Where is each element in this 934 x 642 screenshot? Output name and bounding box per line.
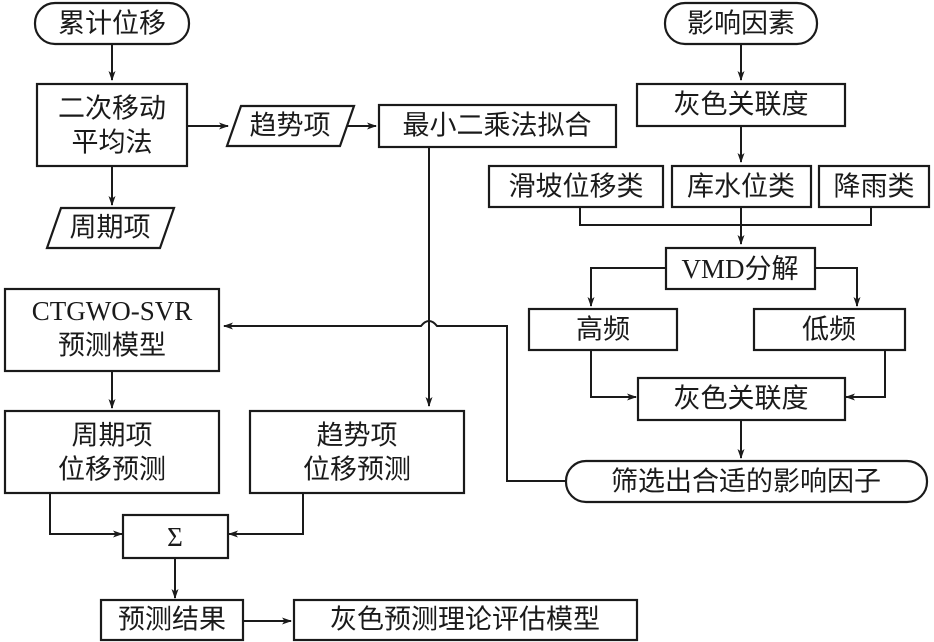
edge-high-to-grey2 (590, 350, 637, 401)
node-label: VMD分解 (681, 254, 798, 284)
node-landslide-displacement-class: 滑坡位移类 (487, 164, 665, 209)
node-label-line1: CTGWO-SVR (32, 296, 193, 326)
node-label: 影响因素 (687, 9, 795, 40)
node-label-line2: 位移预测 (303, 455, 411, 486)
node-periodic-term: 周期项 (45, 206, 176, 250)
edge-trend-pred-to-sum (228, 493, 304, 538)
node-secondary-moving-average: 二次移动 平均法 (35, 82, 189, 168)
node-periodic-prediction: 周期项 位移预测 (3, 409, 221, 495)
node-label: 趋势项 (250, 111, 331, 142)
node-label: 滑坡位移类 (509, 172, 644, 203)
node-label: 最小二乘法拟合 (403, 111, 592, 142)
node-label-line1: 二次移动 (58, 94, 166, 125)
node-trend-term: 趋势项 (225, 104, 356, 148)
node-label: 累计位移 (58, 9, 166, 40)
node-grey-relation-1: 灰色关联度 (635, 82, 847, 128)
node-label: 降雨类 (834, 172, 915, 203)
node-label: Σ (167, 522, 183, 552)
node-ctgwo-svr-model: CTGWO-SVR 预测模型 (3, 287, 221, 373)
node-label: 库水位类 (687, 172, 795, 203)
node-rainfall-class: 降雨类 (817, 164, 931, 209)
node-label-line1: 趋势项 (317, 421, 398, 452)
node-label: 灰色关联度 (674, 384, 809, 415)
node-select-factors: 筛选出合适的影响因子 (564, 459, 929, 504)
node-grey-relation-2: 灰色关联度 (636, 376, 847, 422)
node-label: 周期项 (70, 213, 151, 244)
node-label: 预测结果 (118, 605, 226, 636)
edge-vmd-to-high (587, 267, 666, 307)
edge-vmd-to-low (815, 267, 861, 307)
node-label-line2: 位移预测 (58, 455, 166, 486)
node-prediction-result: 预测结果 (99, 598, 245, 642)
edge-select-to-ctgwo (223, 320, 566, 482)
node-trend-prediction: 趋势项 位移预测 (248, 409, 466, 495)
node-label-line1: 周期项 (72, 421, 153, 452)
edge-periodic-pred-to-sum (49, 493, 123, 538)
node-influence-factors: 影响因素 (663, 1, 819, 46)
node-low-frequency: 低频 (752, 307, 907, 352)
node-cumulative-displacement: 累计位移 (33, 1, 191, 46)
node-label: 筛选出合适的影响因子 (611, 467, 881, 498)
node-label-line2: 预测模型 (58, 331, 166, 362)
edge-low-to-grey2 (845, 350, 886, 401)
node-label: 高频 (576, 315, 630, 346)
node-label: 灰色预测理论评估模型 (330, 605, 600, 636)
node-least-squares-fit: 最小二乘法拟合 (377, 103, 618, 149)
node-high-frequency: 高频 (527, 307, 679, 352)
node-reservoir-level-class: 库水位类 (670, 164, 813, 209)
edge-classes-to-vmd (579, 206, 872, 226)
node-label: 灰色关联度 (674, 90, 809, 121)
node-label: 低频 (802, 315, 856, 346)
node-vmd-decomposition: VMD分解 (664, 246, 817, 291)
node-sum: Σ (121, 513, 230, 560)
node-grey-evaluation-model: 灰色预测理论评估模型 (292, 598, 639, 642)
node-label-line2: 平均法 (72, 128, 153, 159)
connectors (49, 44, 886, 625)
